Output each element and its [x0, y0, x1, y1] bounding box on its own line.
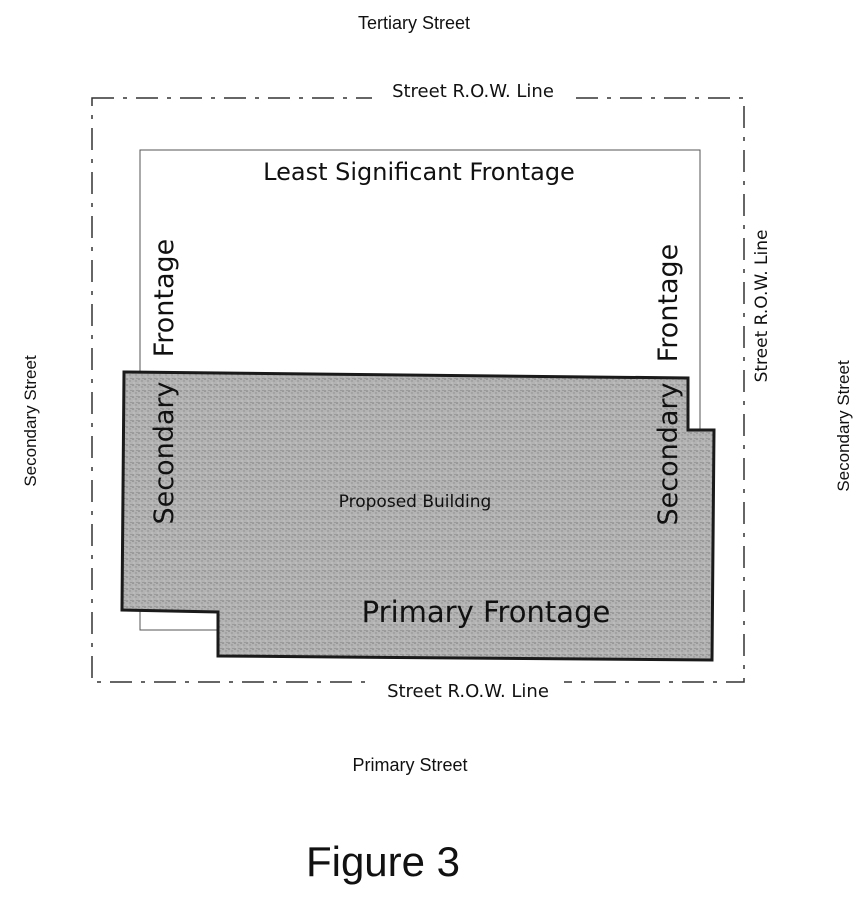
secondary-frontage-left-line1: Frontage [149, 239, 180, 358]
least-significant-frontage-label: Least Significant Frontage [263, 158, 575, 186]
primary-street-label: Primary Street [352, 755, 467, 775]
secondary-street-right-label: Secondary Street [834, 360, 853, 492]
secondary-frontage-right-line2: Secondary [653, 382, 684, 525]
secondary-frontage-right-line1: Frontage [653, 244, 684, 363]
row-bottom-label-mask [368, 676, 564, 706]
row-right-label-mask [746, 210, 774, 400]
figure-caption: Figure 3 [306, 838, 460, 885]
secondary-frontage-left-line2: Secondary [149, 381, 180, 524]
primary-frontage-label: Primary Frontage [362, 595, 611, 629]
tertiary-street-label: Tertiary Street [358, 13, 470, 33]
row-line-top-label: Street R.O.W. Line [392, 81, 554, 102]
row-top-label-mask [372, 76, 568, 106]
proposed-building-label: Proposed Building [339, 492, 492, 512]
proposed-building-footprint [120, 370, 716, 662]
secondary-street-left-label: Secondary Street [21, 355, 40, 487]
row-line-bottom-label: Street R.O.W. Line [387, 681, 549, 702]
row-line-right-label: Street R.O.W. Line [752, 230, 772, 383]
